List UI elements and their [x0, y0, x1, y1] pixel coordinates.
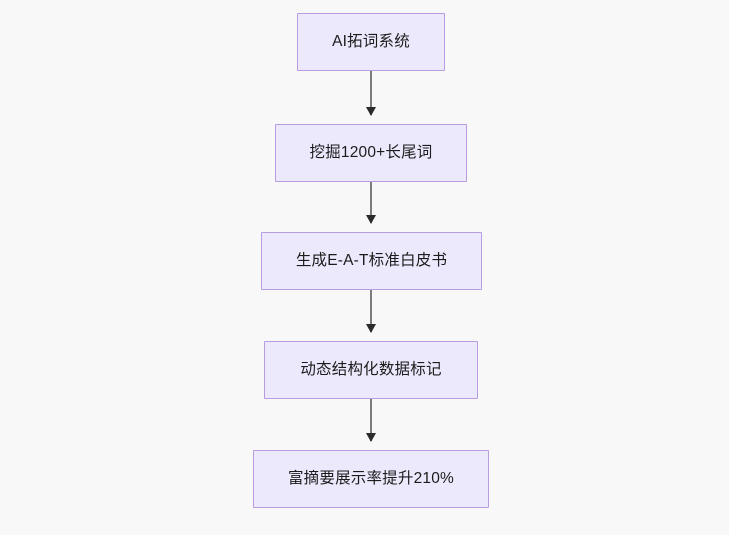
flow-node-n5[interactable]: 富摘要展示率提升210%	[253, 450, 489, 508]
arrowhead-icon-4	[365, 433, 376, 442]
flow-node-label: 动态结构化数据标记	[300, 361, 442, 379]
flow-node-n2[interactable]: 挖掘1200+长尾词	[275, 124, 467, 182]
flow-node-label: 富摘要展示率提升210%	[287, 470, 455, 488]
arrowhead-icon-3	[365, 324, 376, 333]
flow-node-label: AI拓词系统	[332, 33, 410, 51]
flow-node-n3[interactable]: 生成E-A-T标准白皮书	[261, 232, 482, 290]
flow-node-n1[interactable]: AI拓词系统	[297, 13, 445, 71]
arrowhead-icon-2	[365, 215, 376, 224]
flow-connector-3	[370, 290, 372, 332]
arrowhead-icon-1	[365, 107, 376, 116]
flow-node-label: 挖掘1200+长尾词	[309, 144, 433, 162]
flow-node-n4[interactable]: 动态结构化数据标记	[264, 341, 478, 399]
flow-connector-2	[370, 182, 372, 223]
flow-connector-1	[370, 71, 372, 115]
flow-connector-4	[370, 399, 372, 441]
flow-node-label: 生成E-A-T标准白皮书	[295, 252, 448, 270]
